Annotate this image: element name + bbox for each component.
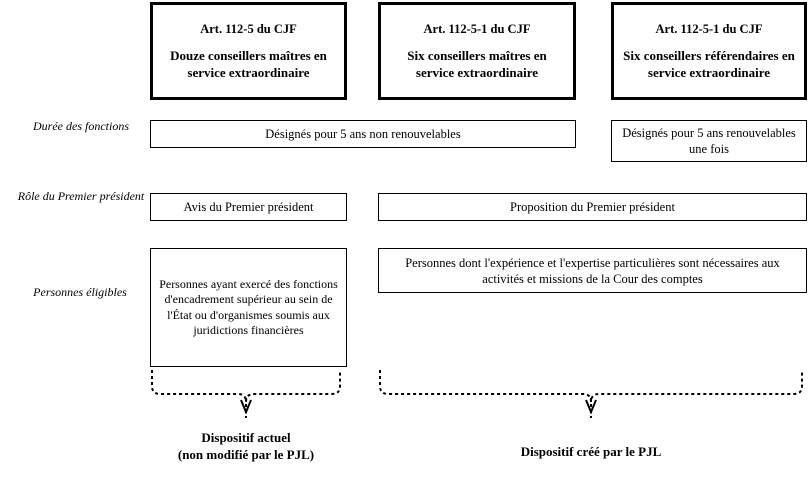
header-box-column-2-content: Art. 112-5-1 du CJF Six conseillers maît…	[381, 21, 573, 81]
header-box-column-3-content: Art. 112-5-1 du CJF Six conseillers réfé…	[614, 21, 804, 81]
row-label-personnes-eligibles: Personnes éligibles	[12, 284, 148, 300]
row-3-cell-left-text: Personnes ayant exercé des fonctions d'e…	[159, 276, 338, 337]
header-box-column-1-content: Art. 112-5 du CJF Douze conseillers maît…	[153, 21, 344, 81]
brace-dispositif-actuel-path	[151, 370, 341, 403]
row-3-cell-left: Personnes ayant exercé des fonctions d'e…	[150, 248, 347, 367]
row-2-cell-right-text: Proposition du Premier président	[510, 200, 675, 214]
footer-label-dispositif-actuel: Dispositif actuel (non modifié par le PJ…	[146, 430, 346, 464]
brace-dispositif-cree-arrow-head	[585, 399, 597, 415]
brace-dispositif-actuel-arrow-head	[240, 399, 252, 415]
footer-label-dispositif-cree-line1: Dispositif créé par le PJL	[520, 444, 662, 459]
header-description-label-2: Six conseillers maîtres en service extra…	[407, 47, 547, 80]
footer-label-dispositif-actuel-line1: Dispositif actuel	[201, 430, 291, 445]
brace-dispositif-actuel-svg	[151, 370, 341, 418]
header-box-column-1: Art. 112-5 du CJF Douze conseillers maît…	[150, 2, 347, 100]
row-label-duree-des-fonctions: Durée des fonctions	[20, 118, 142, 134]
row-1-cell-left: Désignés pour 5 ans non renouvelables	[150, 120, 576, 148]
row-1-cell-right: Désignés pour 5 ans renouvelables une fo…	[611, 120, 807, 162]
footer-label-dispositif-cree: Dispositif créé par le PJL	[374, 444, 808, 461]
brace-dispositif-cree-path	[379, 370, 803, 403]
brace-dispositif-cree-svg	[379, 370, 803, 418]
row-label-role-du-premier-president-text: Rôle du Premier président	[17, 189, 145, 203]
footer-label-dispositif-actuel-line2: (non modifié par le PJL)	[177, 446, 315, 462]
header-article-label-2: Art. 112-5-1 du CJF	[423, 21, 531, 36]
header-description-label-3: Six conseillers référendaires en service…	[623, 47, 795, 80]
row-label-personnes-eligibles-text: Personnes éligibles	[33, 285, 127, 299]
row-1-cell-left-text: Désignés pour 5 ans non renouvelables	[265, 127, 461, 141]
row-3-cell-right-text: Personnes dont l'expérience et l'experti…	[405, 255, 780, 286]
row-2-cell-right: Proposition du Premier président	[378, 193, 807, 221]
row-label-role-du-premier-president: Rôle du Premier président	[16, 188, 146, 204]
row-1-cell-right-text: Désignés pour 5 ans renouvelables une fo…	[622, 126, 796, 156]
header-article-label-1: Art. 112-5 du CJF	[200, 21, 297, 36]
brace-dispositif-actuel	[146, 368, 346, 423]
header-description-label-1: Douze conseillers maîtres en service ext…	[170, 47, 327, 80]
row-3-cell-right: Personnes dont l'expérience et l'experti…	[378, 248, 807, 293]
row-2-cell-left-text: Avis du Premier président	[183, 200, 314, 214]
row-label-duree-des-fonctions-text: Durée des fonctions	[33, 119, 129, 133]
header-box-column-2: Art. 112-5-1 du CJF Six conseillers maît…	[378, 2, 576, 100]
header-article-label-3: Art. 112-5-1 du CJF	[655, 21, 763, 36]
header-box-column-3: Art. 112-5-1 du CJF Six conseillers réfé…	[611, 2, 807, 100]
brace-dispositif-cree	[374, 368, 808, 423]
row-2-cell-left: Avis du Premier président	[150, 193, 347, 221]
